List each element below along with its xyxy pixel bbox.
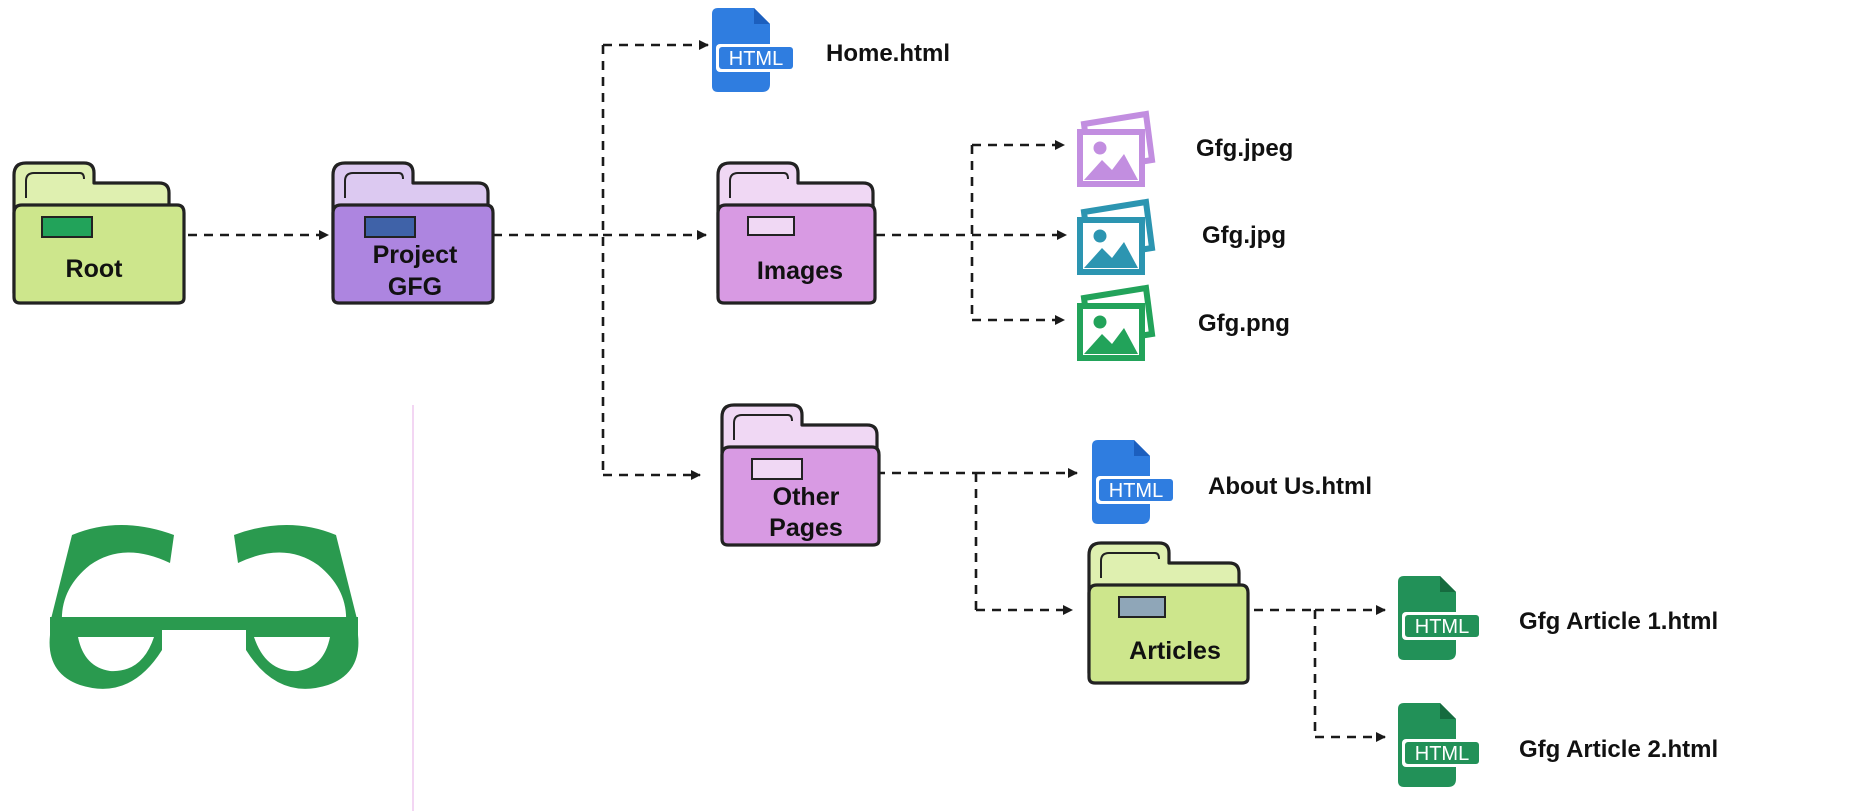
edge-otherpages-trunk: [876, 471, 978, 610]
file-home-html: HTML: [712, 8, 796, 92]
connector-lines: [172, 40, 1386, 742]
image-icon: [1077, 198, 1156, 275]
geeksforgeeks-logo-icon: [49, 525, 359, 689]
folder-label-tag: [1118, 596, 1166, 618]
html-badge: HTML: [729, 48, 783, 70]
html-badge: HTML: [1415, 616, 1469, 638]
node-label: Gfg.jpg: [1202, 222, 1286, 249]
image-icon: [1077, 284, 1156, 361]
folder-label-tag: [364, 216, 416, 238]
edge-project-trunk: [493, 45, 605, 475]
folder-root: Root: [12, 161, 186, 305]
folder-articles: Articles: [1087, 541, 1250, 685]
html-badge: HTML: [1415, 743, 1469, 765]
node-label: Gfg.jpeg: [1196, 135, 1293, 162]
node-label-line1: Other: [773, 483, 840, 511]
folder-images: Images: [716, 161, 877, 305]
folder-front: [716, 203, 877, 305]
file-about-us-html: HTML: [1092, 440, 1176, 524]
file-article2-html: HTML: [1398, 703, 1482, 787]
folder-label-tag: [751, 458, 803, 480]
node-label: Gfg Article 2.html: [1519, 736, 1718, 763]
node-label: Root: [66, 255, 124, 283]
folder-front: [12, 203, 186, 305]
file-article1-html: HTML: [1398, 576, 1482, 660]
edge-articles-trunk: [1238, 608, 1317, 737]
folder-label-tag: [747, 216, 795, 236]
image-icon: [1077, 110, 1156, 187]
image-gfg-png: [1077, 284, 1156, 361]
edge-images-trunk: [876, 145, 974, 320]
node-label: Home.html: [826, 40, 950, 67]
folder-project-gfg: Project GFG: [331, 161, 495, 305]
folder-other-pages: Other Pages: [720, 403, 881, 547]
node-label: Images: [757, 257, 843, 285]
node-label: Gfg.png: [1198, 310, 1290, 337]
folder-front: [1087, 583, 1250, 685]
folder-label-tag: [41, 216, 93, 238]
node-label-line2: GFG: [388, 273, 442, 301]
image-gfg-jpeg: [1077, 110, 1156, 187]
node-label-line1: Project: [373, 241, 458, 269]
node-label-line2: Pages: [769, 514, 843, 542]
node-label: About Us.html: [1208, 473, 1372, 500]
node-label: Gfg Article 1.html: [1519, 608, 1718, 635]
node-label: Articles: [1129, 637, 1221, 665]
image-gfg-jpg: [1077, 198, 1156, 275]
html-badge: HTML: [1109, 480, 1163, 502]
